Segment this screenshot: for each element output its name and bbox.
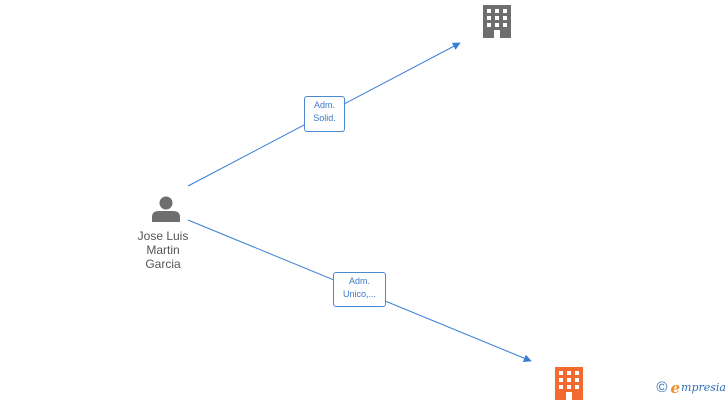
building-icon-company-2[interactable] bbox=[555, 367, 583, 400]
brand-logo-text: mpresia bbox=[681, 381, 726, 394]
edge-label-adm-unico[interactable]: Adm. Unico,... bbox=[333, 272, 386, 307]
brand-logo-initial: e bbox=[670, 379, 681, 397]
building-icon-company-1[interactable] bbox=[483, 5, 511, 38]
copyright-symbol: © bbox=[656, 379, 668, 396]
empresia-watermark[interactable]: © e mpresia bbox=[656, 379, 726, 397]
person-icon[interactable] bbox=[152, 196, 180, 223]
edge-label-adm-solid[interactable]: Adm. Solid. bbox=[304, 96, 345, 132]
person-name-line: Jose Luis bbox=[137, 229, 189, 243]
person-name-line: Martin bbox=[146, 243, 180, 257]
person-name-line: Garcia bbox=[145, 257, 181, 271]
edge-label-line: Adm. bbox=[313, 100, 335, 110]
person-name-label[interactable]: Jose Luis Martin Garcia bbox=[118, 229, 208, 271]
edge-label-line: Solid. bbox=[313, 113, 336, 123]
edge-label-line: Unico,... bbox=[342, 289, 376, 299]
edge-label-line: Adm. bbox=[348, 276, 370, 286]
